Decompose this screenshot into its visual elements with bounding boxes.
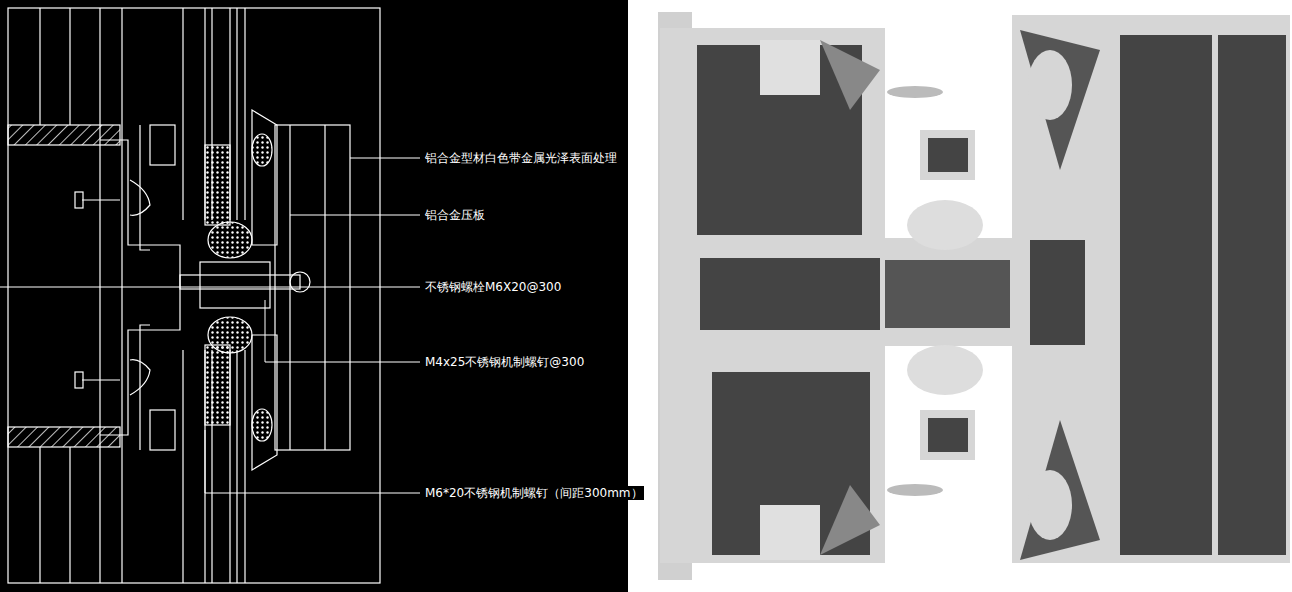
material-note: 铝合金型材白色带金属光泽表面处理 (424, 151, 618, 165)
part-label: 铝合金压板 (424, 208, 486, 222)
screw-label: M4x25不锈钢机制螺钉@300 (424, 355, 585, 369)
bolt-label: 不锈钢螺栓M6X20@300 (424, 280, 562, 294)
screw-label: M6*20不锈钢机制螺钉（间距300mm） (424, 486, 644, 500)
